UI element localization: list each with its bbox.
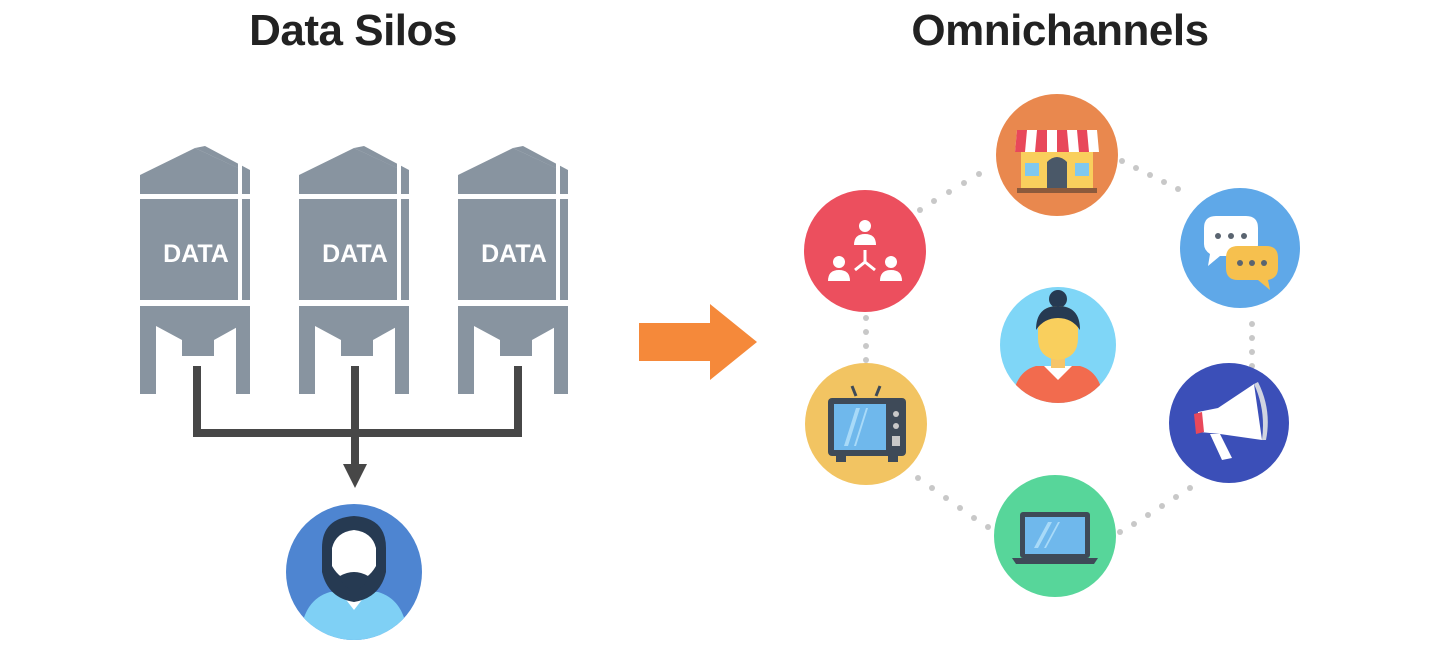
storefront-icon [996, 94, 1118, 216]
woman-avatar-icon [1000, 287, 1116, 403]
tv-icon [805, 363, 927, 485]
channel-ring-dots [863, 158, 1255, 535]
silo-3-label: DATA [481, 240, 547, 268]
data-silos-title: Data Silos [249, 6, 457, 55]
right-arrow-icon [639, 304, 757, 380]
megaphone-icon [1169, 363, 1289, 483]
silo-1-label: DATA [163, 240, 229, 268]
silo-2: DATA [299, 146, 409, 394]
silo-group: DATA DATA DATA [140, 146, 568, 394]
silo-2-label: DATA [322, 240, 388, 268]
network-people-icon [804, 190, 926, 312]
omnichannels-title: Omnichannels [911, 6, 1209, 55]
silo-1: DATA [140, 146, 250, 394]
connector-arrowhead-icon [343, 464, 367, 488]
chat-bubbles-icon [1180, 188, 1300, 308]
silo-3: DATA [458, 146, 568, 394]
silo-connector [193, 366, 522, 466]
laptop-icon [994, 475, 1116, 597]
bearded-man-avatar-icon [286, 504, 422, 640]
